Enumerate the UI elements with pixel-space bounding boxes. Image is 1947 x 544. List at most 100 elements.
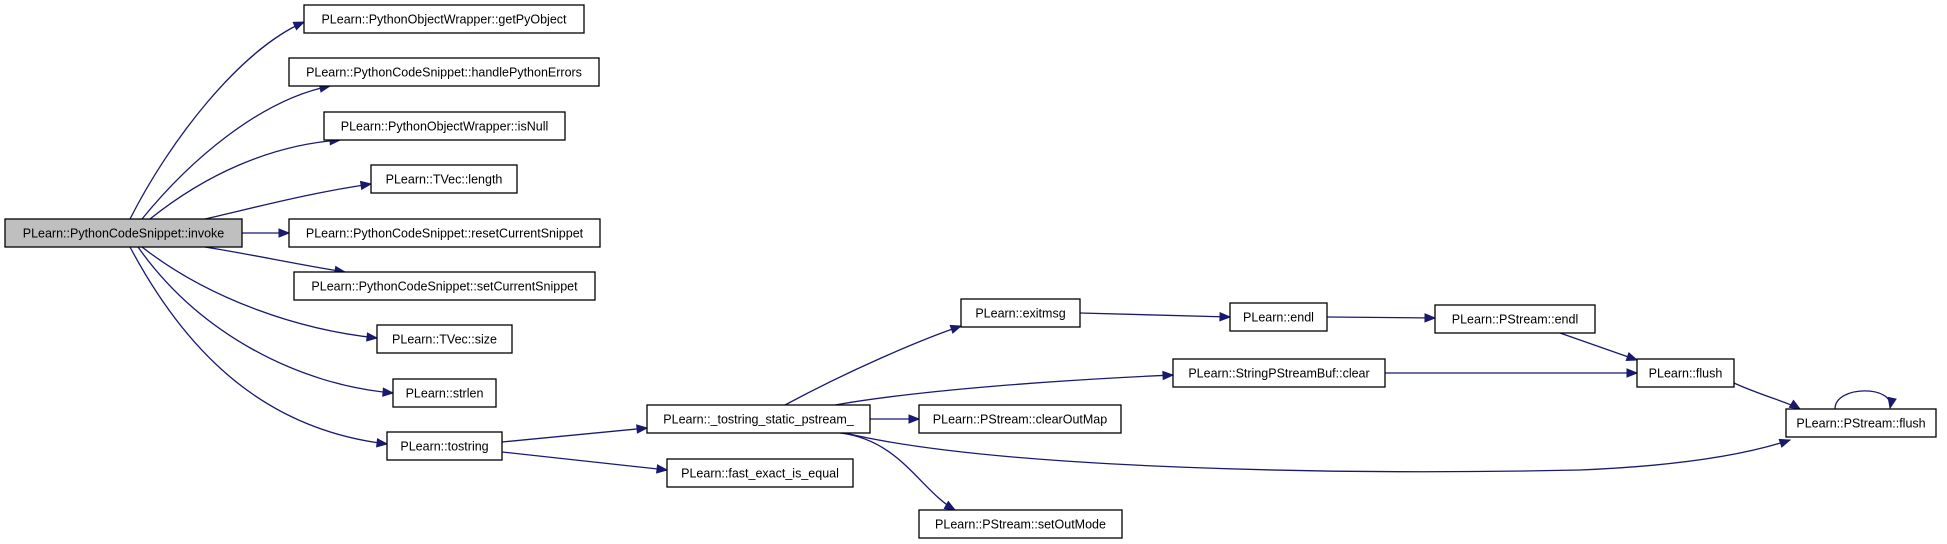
node-box xyxy=(918,509,1123,539)
node-box xyxy=(392,378,497,408)
edge-tostring_static-to-clearOutMap xyxy=(870,414,921,424)
arrowhead xyxy=(382,387,395,397)
node-label: PLearn::flush xyxy=(1649,367,1723,381)
node-label: PLearn::PythonObjectWrapper::getPyObject xyxy=(321,13,567,27)
edge-exitmsg-to-endl xyxy=(1079,311,1232,322)
arrowhead xyxy=(1219,311,1232,322)
arrowhead xyxy=(1887,396,1897,410)
edge-line xyxy=(839,432,956,511)
arrowhead xyxy=(656,464,669,474)
node-box xyxy=(376,324,513,354)
node-box xyxy=(288,218,601,248)
node-clearOutMap[interactable]: PLearn::PStream::clearOutMap xyxy=(918,404,1122,434)
arrowhead xyxy=(908,414,921,424)
node-box xyxy=(1636,358,1735,388)
node-label: PLearn::PStream::setOutMode xyxy=(935,518,1106,532)
edge-line xyxy=(1079,312,1231,318)
node-box xyxy=(323,111,566,141)
node-exitmsg[interactable]: PLearn::exitmsg xyxy=(960,298,1081,328)
arrowhead xyxy=(1424,313,1437,323)
edge-endl-to-pstream_endl xyxy=(1326,313,1437,323)
node-flush[interactable]: PLearn::flush xyxy=(1636,358,1735,388)
node-box xyxy=(288,57,600,87)
node-box xyxy=(1434,304,1596,334)
arrowhead xyxy=(636,424,649,434)
node-label: PLearn::PythonCodeSnippet::resetCurrentS… xyxy=(306,227,584,241)
node-setOutMode[interactable]: PLearn::PStream::setOutMode xyxy=(918,509,1123,539)
node-endl[interactable]: PLearn::endl xyxy=(1229,302,1328,332)
node-resetCurrentSnippet[interactable]: PLearn::PythonCodeSnippet::resetCurrentS… xyxy=(288,218,601,248)
edge-line xyxy=(204,246,346,273)
edge-pstream_flush-to-pstream_flush xyxy=(1834,390,1897,410)
node-box xyxy=(646,404,871,434)
node-label: PLearn::PythonObjectWrapper::isNull xyxy=(341,120,549,134)
edges-layer xyxy=(129,21,1897,511)
edge-invoke-to-getPyObject xyxy=(129,21,306,220)
node-size[interactable]: PLearn::TVec::size xyxy=(376,324,513,354)
node-isNull[interactable]: PLearn::PythonObjectWrapper::isNull xyxy=(323,111,566,141)
edge-invoke-to-resetCurrentSnippet xyxy=(242,228,291,238)
node-label: PLearn::fast_exact_is_equal xyxy=(681,467,839,481)
node-tostring[interactable]: PLearn::tostring xyxy=(386,431,503,461)
node-label: PLearn::PythonCodeSnippet::handlePythonE… xyxy=(306,66,582,80)
arrowhead xyxy=(1788,399,1802,410)
arrowhead xyxy=(1162,370,1175,381)
node-label: PLearn::PythonCodeSnippet::invoke xyxy=(23,227,225,241)
edge-clear-to-flush xyxy=(1385,368,1639,378)
node-length[interactable]: PLearn::TVec::length xyxy=(370,164,518,194)
arrowhead xyxy=(1625,352,1639,361)
edge-tostring_static-to-pstream_flush xyxy=(844,432,1792,473)
edge-line xyxy=(204,183,372,220)
edge-line xyxy=(501,451,668,471)
node-strlen[interactable]: PLearn::strlen xyxy=(392,378,497,408)
node-box xyxy=(4,218,243,248)
node-box xyxy=(370,164,518,194)
edge-line xyxy=(834,374,1174,406)
node-tostring_static[interactable]: PLearn::_tostring_static_pstream_ xyxy=(646,404,871,434)
node-box xyxy=(960,298,1081,328)
node-fast_exact[interactable]: PLearn::fast_exact_is_equal xyxy=(666,458,854,488)
edge-tostring-to-fast_exact xyxy=(501,451,669,474)
edge-tostring_static-to-clear xyxy=(834,370,1175,406)
node-label: PLearn::TVec::length xyxy=(386,173,503,187)
edge-flush-to-pstream_flush xyxy=(1733,382,1802,410)
node-label: PLearn::_tostring_static_pstream_ xyxy=(663,413,854,427)
edge-tostring-to-tostring_static xyxy=(501,424,649,443)
node-pstream_endl[interactable]: PLearn::PStream::endl xyxy=(1434,304,1596,334)
edge-line xyxy=(149,139,341,220)
edge-invoke-to-setCurrentSnippet xyxy=(204,246,347,276)
arrowhead xyxy=(1626,368,1639,378)
node-getPyObject[interactable]: PLearn::PythonObjectWrapper::getPyObject xyxy=(303,4,585,34)
edge-line xyxy=(501,427,648,443)
edge-pstream_endl-to-flush xyxy=(1559,332,1639,361)
edge-line xyxy=(137,246,394,394)
arrowhead xyxy=(278,228,291,238)
edge-tostring_static-to-setOutMode xyxy=(839,432,957,511)
node-box xyxy=(386,431,503,461)
edge-line xyxy=(1834,390,1891,410)
node-box xyxy=(1229,302,1328,332)
node-handlePythonErrors[interactable]: PLearn::PythonCodeSnippet::handlePythonE… xyxy=(288,57,600,87)
arrowhead xyxy=(949,324,963,334)
edge-line xyxy=(141,85,331,220)
nodes-layer: PLearn::PythonCodeSnippet::invokePLearn:… xyxy=(4,4,1937,539)
node-label: PLearn::PStream::flush xyxy=(1796,417,1925,431)
node-label: PLearn::exitmsg xyxy=(975,307,1065,321)
edge-invoke-to-size xyxy=(141,246,379,342)
node-label: PLearn::StringPStreamBuf::clear xyxy=(1188,367,1369,381)
arrowhead xyxy=(366,332,379,342)
node-label: PLearn::PStream::clearOutMap xyxy=(933,413,1107,427)
node-pstream_flush[interactable]: PLearn::PStream::flush xyxy=(1785,408,1937,438)
node-label: PLearn::PStream::endl xyxy=(1452,313,1578,327)
node-box xyxy=(918,404,1122,434)
node-clear[interactable]: PLearn::StringPStreamBuf::clear xyxy=(1172,358,1386,388)
node-label: PLearn::PythonCodeSnippet::setCurrentSni… xyxy=(311,280,578,294)
node-label: PLearn::endl xyxy=(1243,311,1314,325)
arrowhead xyxy=(376,438,389,448)
node-invoke[interactable]: PLearn::PythonCodeSnippet::invoke xyxy=(4,218,243,248)
edge-invoke-to-strlen xyxy=(137,246,395,397)
node-setCurrentSnippet[interactable]: PLearn::PythonCodeSnippet::setCurrentSni… xyxy=(293,271,596,301)
edge-line xyxy=(141,246,378,339)
node-box xyxy=(293,271,596,301)
